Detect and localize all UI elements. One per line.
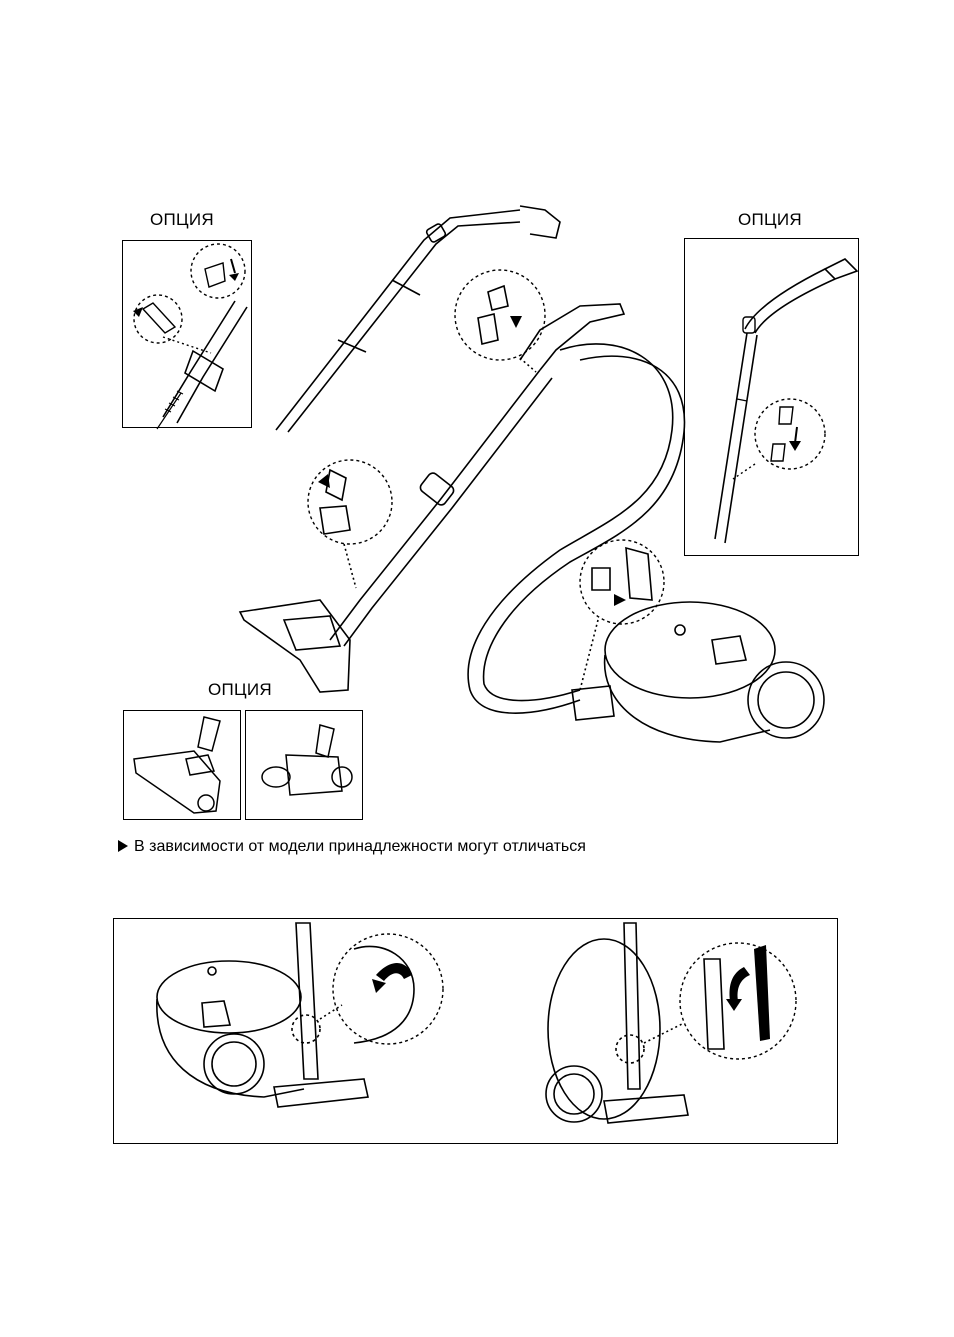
accessories-note-text: В зависимости от модели принадлежности м…: [134, 838, 586, 855]
accessories-note: В зависимости от модели принадлежности м…: [118, 838, 586, 856]
turbo-brush-illustration-2: [246, 711, 364, 821]
turbo-brush-illustration-1: [124, 711, 242, 821]
option-frame-turbo-brush-1: [123, 710, 241, 820]
storage-illustration: [114, 919, 839, 1145]
option-frame-turbo-brush-2: [245, 710, 363, 820]
triangle-right-icon: [118, 840, 128, 852]
vacuum-assembly-illustration: [0, 0, 954, 740]
storage-frame: [113, 918, 838, 1144]
